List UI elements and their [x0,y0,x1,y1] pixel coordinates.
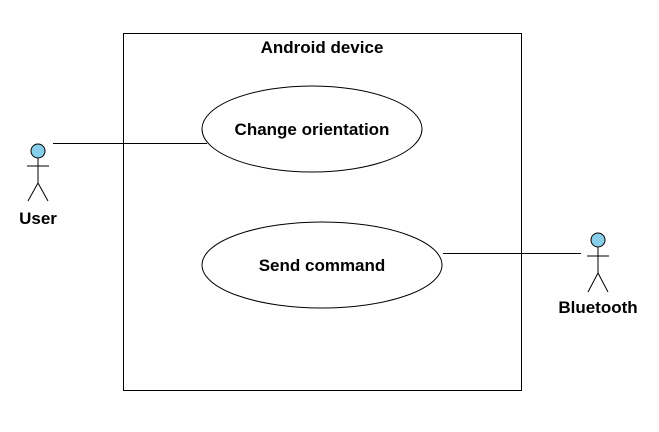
use-case-label: Change orientation [235,120,390,139]
use-case-ellipse [201,221,443,309]
actor-bluetooth: Bluetooth [558,232,638,317]
actor-label: Bluetooth [558,298,637,317]
actor-head [590,232,606,248]
stick-figure-icon [587,232,609,293]
use-case-change-orientation: Change orientation [201,85,423,173]
use-case-send-command: Send command [201,221,443,309]
use-case-ellipse [201,85,423,173]
actor-head [30,143,46,159]
use-case-label: Send command [259,256,386,275]
actor-label: User [19,209,57,228]
actor-user: User [19,143,57,228]
stick-figure-icon [27,143,49,202]
system-title: Android device [261,38,384,57]
